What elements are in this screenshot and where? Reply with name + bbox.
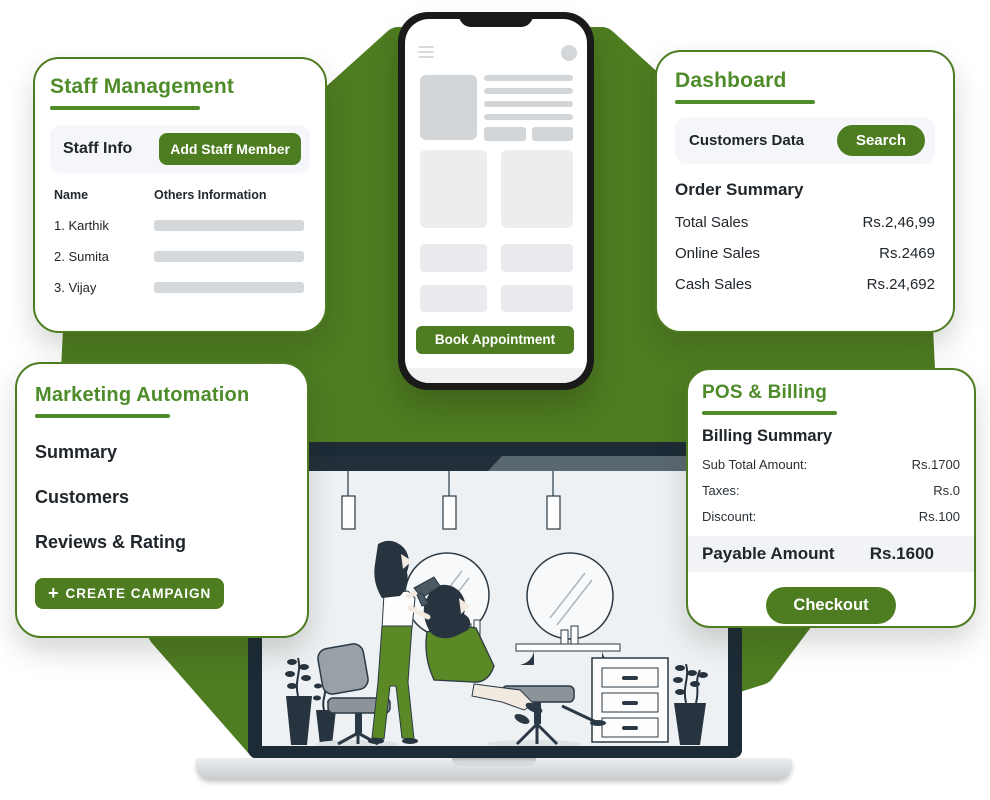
table-row: 3. Vijay [54,280,306,295]
tile-placeholder [420,285,487,312]
table-row: 2. Sumita [54,249,306,264]
billing-label: Taxes: [702,483,740,498]
create-campaign-label: CREATE CAMPAIGN [65,586,212,601]
menu-icon[interactable] [418,46,434,61]
pos-billing-card: POS & Billing Billing Summary Sub Total … [686,368,976,628]
title-underline [675,100,815,104]
payable-label: Payable Amount [702,544,835,563]
client-figure [423,584,543,724]
menu-item-summary[interactable]: Summary [35,442,118,462]
menu-item-customers[interactable]: Customers [35,487,130,507]
search-button[interactable]: Search [836,125,925,156]
billing-summary-title: Billing Summary [702,427,833,445]
plus-icon: + [48,583,60,603]
summary-row: Total Sales Rs.2,46,99 [675,214,935,231]
title-underline [50,106,200,110]
add-staff-member-button[interactable]: Add Staff Member [159,133,301,165]
phone-mockup: Book Appointment [398,12,594,390]
text-line-placeholder [484,114,573,120]
billing-row: Taxes: Rs.0 [702,483,960,498]
avatar[interactable] [561,45,577,61]
laptop-base-notch [452,758,536,766]
marketing-automation-card: Marketing Automation Summary Customers R… [15,362,309,638]
title-underline [35,414,170,418]
tile-placeholder [501,244,573,272]
laptop-display [262,456,728,746]
text-line-placeholder [484,101,573,107]
wall-mirror-right [515,552,621,665]
payable-value: Rs.1600 [869,544,934,563]
staff-management-card: Staff Management Staff Info Add Staff Me… [33,57,327,333]
staff-info-panel: Staff Info Add Staff Member [50,125,310,173]
checkout-button[interactable]: Checkout [766,587,896,624]
dashboard-card: Dashboard Customers Data Search Order Su… [655,50,955,333]
billing-row: Discount: Rs.100 [702,509,960,524]
summary-row: Cash Sales Rs.24,692 [675,276,935,293]
create-campaign-button[interactable]: + CREATE CAMPAIGN [35,578,225,609]
phone-screen: Book Appointment [405,19,587,383]
customers-data-label: Customers Data [689,132,805,149]
potted-plant-right [673,663,708,745]
table-row: 1. Karthik [54,218,306,233]
billing-label: Sub Total Amount: [702,457,808,472]
text-line-placeholder [484,88,573,94]
order-summary-title: Order Summary [675,180,804,199]
salon-illustration [262,456,728,746]
billing-value: Rs.100 [918,509,960,524]
summary-label: Online Sales [675,245,761,262]
marketing-automation-title: Marketing Automation [35,384,250,406]
drawer-cabinet [591,657,669,743]
summary-value: Rs.2,46,99 [862,214,935,231]
summary-label: Cash Sales [675,276,752,293]
column-header-name: Name [54,188,89,202]
info-placeholder-bar [154,220,304,231]
text-line-placeholder [484,75,573,81]
tile-placeholder [501,150,573,228]
tile-placeholder [501,285,573,312]
tile-placeholder [420,150,487,228]
billing-row: Sub Total Amount: Rs.1700 [702,457,960,472]
title-underline [702,411,837,415]
staff-name: 3. Vijay [54,280,97,295]
staff-info-label: Staff Info [63,140,133,157]
salon-chair-empty [317,643,391,746]
laptop-base [196,758,792,780]
payable-amount-row: Payable Amount Rs.1600 [688,536,974,572]
summary-value: Rs.2469 [879,245,935,262]
info-placeholder-bar [154,282,304,293]
stylist-figure [368,540,441,744]
menu-item-reviews-rating[interactable]: Reviews & Rating [35,532,187,552]
hero-image-placeholder [420,75,477,140]
chip-placeholder [484,127,526,141]
pos-billing-title: POS & Billing [702,382,828,403]
billing-value: Rs.0 [933,483,960,498]
staff-name: 2. Sumita [54,249,109,264]
laptop [248,442,742,758]
info-placeholder-bar [154,251,304,262]
book-appointment-button[interactable]: Book Appointment [416,326,574,354]
staff-management-title: Staff Management [50,75,235,98]
staff-name: 1. Karthik [54,218,109,233]
dashboard-title: Dashboard [675,69,787,92]
billing-value: Rs.1700 [911,457,960,472]
potted-plant-left [285,657,336,745]
tile-placeholder [420,244,487,272]
phone-notch [459,12,533,27]
billing-label: Discount: [702,509,757,524]
customers-data-panel: Customers Data Search [675,117,935,164]
chip-placeholder [532,127,573,141]
pendant-lamps [341,471,561,530]
summary-row: Online Sales Rs.2469 [675,245,935,262]
screen-top-bar [262,456,728,471]
column-header-info: Others Information [154,188,267,202]
phone-footer-placeholder [405,368,587,383]
summary-value: Rs.24,692 [866,276,935,293]
summary-label: Total Sales [675,214,749,231]
staff-table: Name Others Information 1. Karthik 2. Su… [50,188,310,295]
